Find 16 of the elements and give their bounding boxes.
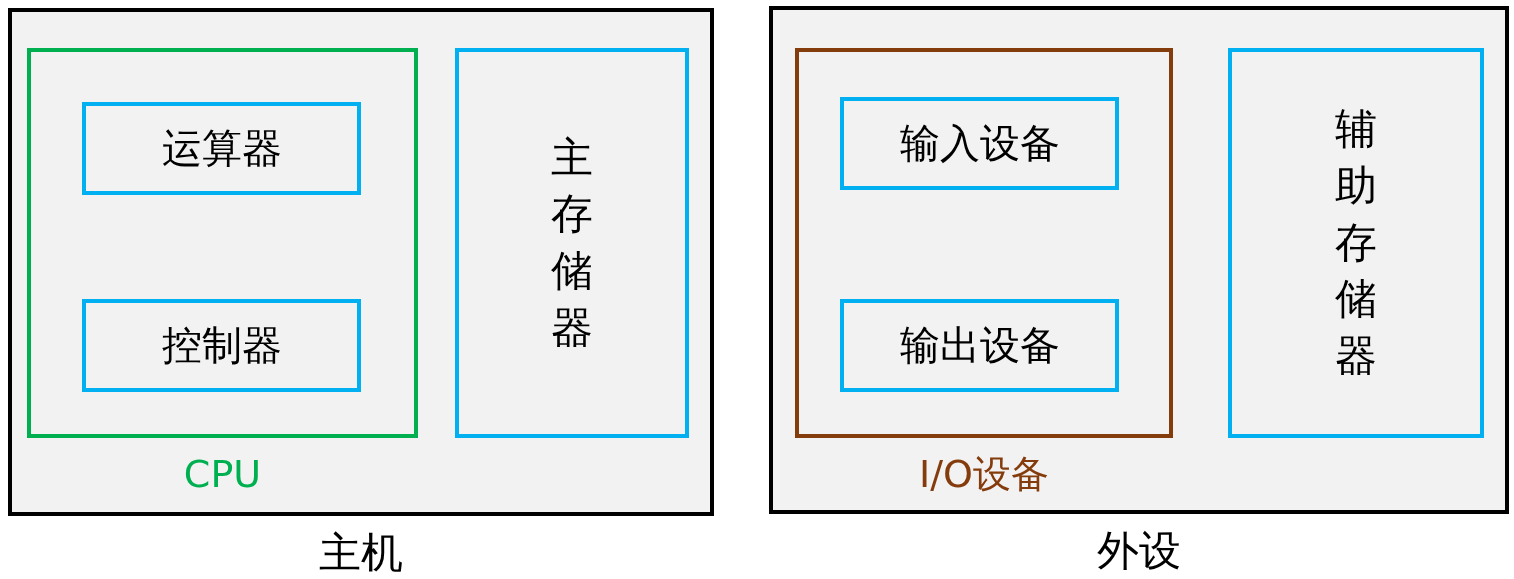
component-label: 输出设备 bbox=[899, 321, 1060, 370]
group-label: 主机 bbox=[318, 530, 404, 577]
component-label: 输入设备 bbox=[899, 119, 1060, 168]
storage-box bbox=[1228, 48, 1484, 438]
device-box bbox=[840, 97, 1119, 190]
component-label: 辅助存储器 bbox=[1335, 103, 1377, 383]
group-label: CPU bbox=[182, 454, 263, 496]
memory-box bbox=[455, 48, 689, 438]
group-label: I/O设备 bbox=[918, 454, 1050, 496]
component-label: 主存储器 bbox=[551, 131, 593, 354]
unit-box bbox=[82, 299, 361, 392]
device-box bbox=[840, 299, 1119, 392]
unit-box bbox=[82, 102, 361, 195]
component-label: 运算器 bbox=[161, 124, 282, 173]
component-label: 控制器 bbox=[161, 321, 282, 370]
group-label: 外设 bbox=[1096, 528, 1182, 575]
